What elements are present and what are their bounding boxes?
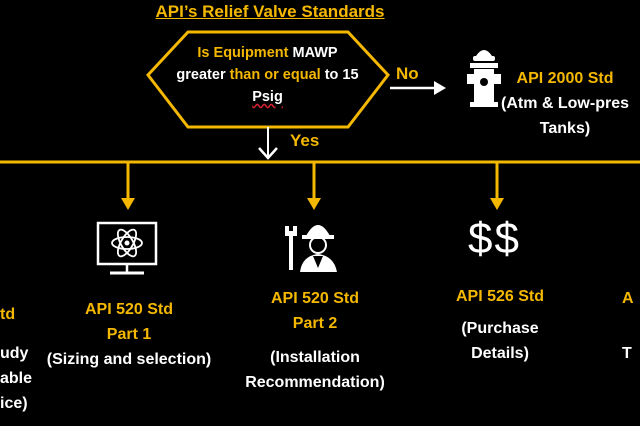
api520-part2-part: Part 2 [292,315,338,332]
decision-text: Is Equipment MAWP greater than or equal … [155,42,380,108]
decision-part6: 15 [342,67,359,83]
api526-desc-1: (Purchase [461,320,539,337]
drop-1-head [121,198,135,210]
decision-part3: greater [176,67,226,83]
left-partial-line3: able [0,370,33,387]
yes-arrow-head [258,147,278,160]
no-branch-label: No [396,64,419,83]
left-partial-title: td [0,306,16,323]
yes-branch-label: Yes [290,131,320,150]
api526-node: API 526 Std (Purchase Details) [430,284,570,366]
decision-part7: Psig [252,89,283,105]
decision-part1: Is Equipment [197,45,289,61]
api2000-title: API 2000 Std [516,70,614,87]
api2000-subtitle: (Atm & Low-pres [501,95,629,112]
right-partial-line2: T [622,345,632,362]
api520-part2-desc-2: Recommendation) [245,374,385,391]
api520-part1-node: API 520 Std Part 1 (Sizing and selection… [44,297,214,372]
api520-part2-node: API 520 Std Part 2 (Installation Recomme… [230,286,400,395]
fire-hydrant-icon [467,50,501,107]
left-partial-line4: ice) [0,395,28,412]
decision-part2: MAWP [292,45,338,61]
api520-part1-part: Part 1 [106,326,152,343]
api526-title: API 526 Std [455,288,545,305]
api526-desc-2: Details) [471,345,529,362]
api520-part1-desc: (Sizing and selection) [46,351,212,368]
no-arrow-head [434,81,446,95]
api2000-node: API 2000 Std (Atm & Low-pres Tanks) [470,66,640,141]
decision-part5: to [324,67,339,83]
page-title: API’s Relief Valve Standards [155,2,385,21]
decision-shape [146,30,390,129]
api520-part1-title: API 520 Std [84,301,174,318]
worker-wrench-icon [285,225,337,272]
api2000-subtitle-2: Tanks) [539,120,591,137]
api520-part2-desc-1: (Installation [270,349,360,366]
left-partial-node: td udy able ice) [0,302,32,416]
drop-2-head [307,198,321,210]
decision-part4: than or equal [229,67,321,83]
dollar-signs-icon: $$ [468,214,521,263]
monitor-atom-icon [96,221,158,275]
api520-part2-title: API 520 Std [270,290,360,307]
right-partial-node: A T [622,286,640,366]
drop-3-head [490,198,504,210]
right-partial-title: A [622,290,634,307]
left-partial-line2: udy [0,345,29,362]
